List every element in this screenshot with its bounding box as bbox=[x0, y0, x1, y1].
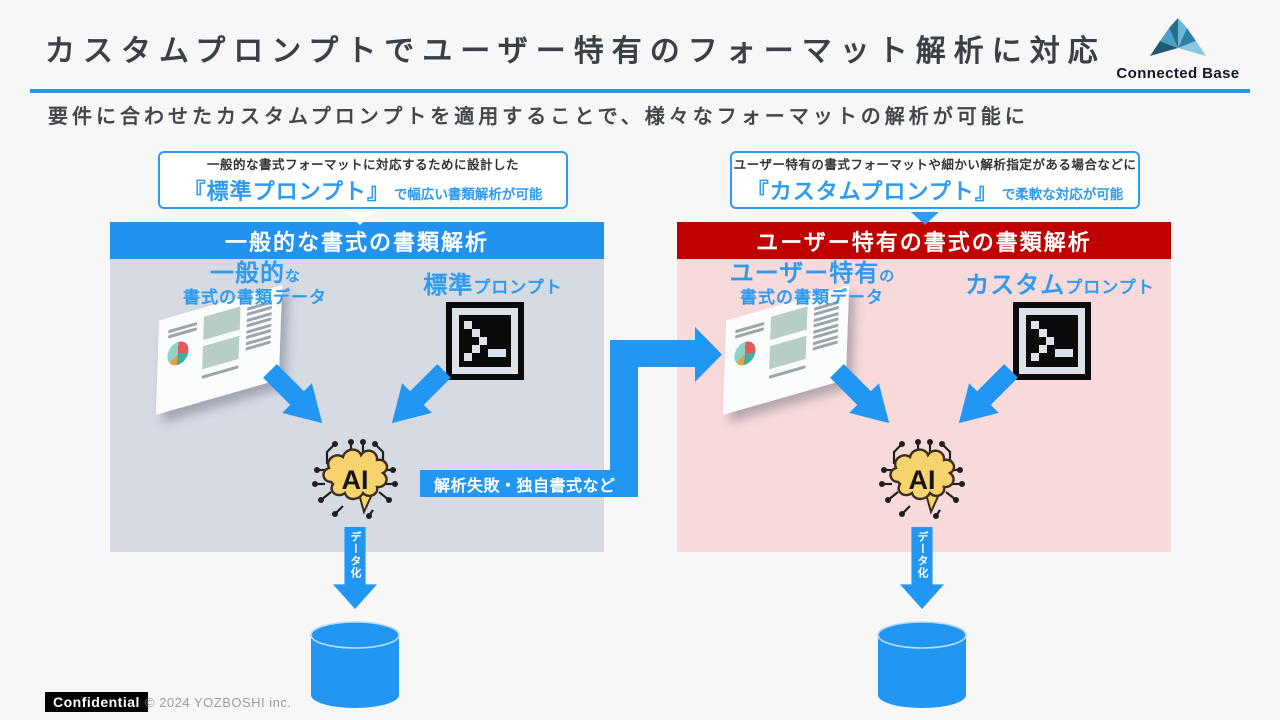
logo-text: Connected Base bbox=[1116, 65, 1240, 82]
callout-suffix: で柔軟な対応が可能 bbox=[1001, 187, 1124, 202]
custom-panel: ユーザー特有の書式の書類解析 bbox=[677, 222, 1171, 552]
parse-fail-label: 解析失敗・独自書式など bbox=[434, 478, 616, 495]
custom-prompt-callout: ユーザー特有の書式フォーマットや細かい解析指定がある場合などに 『カスタムプロン… bbox=[730, 151, 1140, 209]
ai-brain-icon: AI bbox=[879, 439, 965, 519]
logo-triangle-icon bbox=[1150, 18, 1206, 56]
callout-suffix: で幅広い書類解析が可能 bbox=[393, 187, 543, 202]
pie-chart-icon bbox=[166, 338, 189, 369]
confidential-badge: Confidential bbox=[45, 692, 148, 712]
dataize-arrow: データ化 bbox=[900, 527, 944, 609]
callout-highlight: 『標準プロンプト』 bbox=[183, 179, 390, 204]
doc-data-label: ユーザー特有の 書式の書類データ bbox=[729, 260, 895, 307]
pie-chart-icon bbox=[733, 338, 756, 369]
copyright-text: © 2024 YOZBOSHI inc. bbox=[145, 695, 292, 710]
callout-line1: 一般的な書式フォーマットに対応するために設計した bbox=[206, 158, 519, 172]
dataize-arrow: データ化 bbox=[333, 527, 377, 609]
callout-highlight: 『カスタムプロンプト』 bbox=[746, 179, 998, 204]
database-icon bbox=[310, 621, 400, 708]
callout-line1: ユーザー特有の書式フォーマットや細かい解析指定がある場合などに bbox=[733, 158, 1137, 172]
panel-header: 一般的な書式の書類解析 bbox=[110, 222, 604, 259]
database-icon bbox=[877, 621, 967, 708]
prompt-label: カスタムプロンプト bbox=[965, 272, 1155, 299]
callout-tail-left bbox=[346, 212, 374, 225]
terminal-icon bbox=[1013, 302, 1091, 380]
company-logo: Connected Base bbox=[1098, 16, 1258, 82]
callout-line2: 『標準プロンプト』で幅広い書類解析が可能 bbox=[184, 174, 543, 206]
terminal-icon bbox=[446, 302, 524, 380]
elbow-arrow-icon bbox=[420, 327, 722, 497]
title-divider bbox=[30, 89, 1250, 93]
slide-subtitle: 要件に合わせたカスタムプロンプトを適用することで、様々なフォーマットの解析が可能… bbox=[48, 106, 1029, 128]
prompt-label: 標準プロンプト bbox=[423, 272, 563, 299]
doc-data-label: 一般的な 書式の書類データ bbox=[183, 260, 327, 307]
page-title: カスタムプロンプトでユーザー特有のフォーマット解析に対応 bbox=[45, 35, 1106, 68]
ai-brain-icon: AI bbox=[312, 439, 398, 519]
callout-line2: 『カスタムプロンプト』で柔軟な対応が可能 bbox=[747, 174, 1124, 206]
ai-label: AI bbox=[342, 465, 369, 495]
panel-header: ユーザー特有の書式の書類解析 bbox=[677, 222, 1171, 259]
ai-label: AI bbox=[909, 465, 936, 495]
standard-prompt-callout: 一般的な書式フォーマットに対応するために設計した 『標準プロンプト』で幅広い書類… bbox=[158, 151, 568, 209]
callout-tail-right bbox=[911, 212, 939, 225]
